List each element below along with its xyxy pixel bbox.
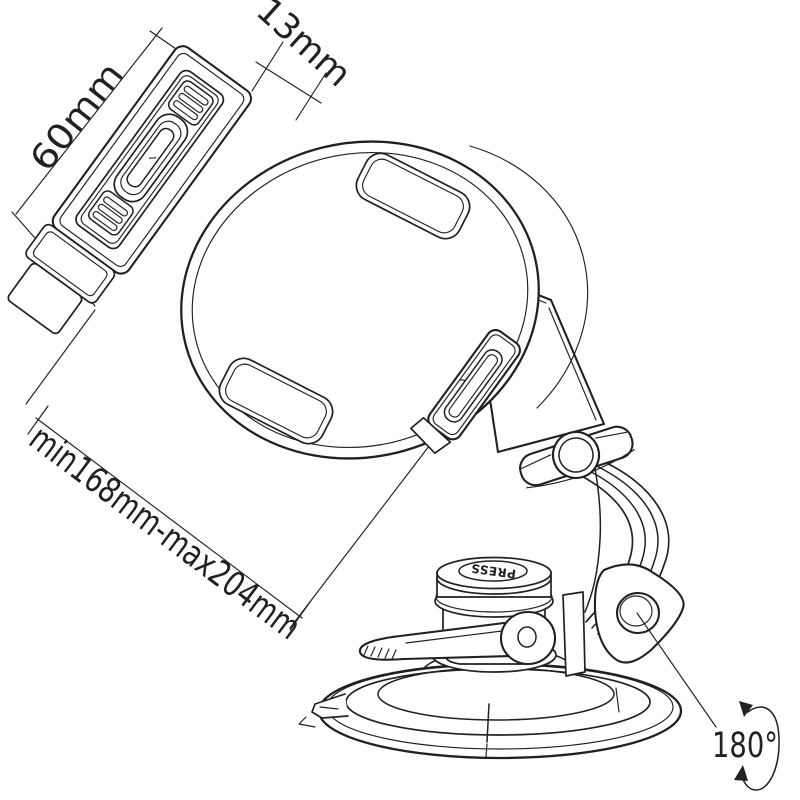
arm-neck <box>7 262 83 335</box>
cradle-inner-ring <box>191 151 529 449</box>
release-lever <box>358 610 557 666</box>
rib <box>178 92 204 113</box>
arm-rib-block-bottom <box>87 190 134 236</box>
pump-top-inner <box>458 560 528 582</box>
phone-cradle <box>180 140 589 460</box>
rib <box>103 196 129 217</box>
extension-line <box>25 309 96 405</box>
press-label: PRESS <box>470 561 517 581</box>
slot-notch <box>148 157 157 159</box>
rail-slot-inner <box>448 354 499 418</box>
arm-channel-inner <box>80 75 219 244</box>
rotation-annotation: 180° <box>636 612 780 791</box>
knob-boss-inner <box>619 595 653 627</box>
tick <box>27 405 49 435</box>
wing-edge-line <box>520 454 552 470</box>
rib <box>173 100 199 121</box>
lever-pivot-disc <box>499 610 557 666</box>
rail-inner <box>432 334 516 436</box>
rib <box>92 210 118 232</box>
arm-slide-inner <box>120 120 182 196</box>
arm-rib-block-top <box>167 80 214 126</box>
arm-channel <box>75 69 225 250</box>
wing-ring-inner <box>558 437 594 473</box>
lever-rib <box>363 645 369 656</box>
rotation-arrow-head-top <box>739 701 753 717</box>
dimension-line <box>15 27 163 215</box>
grip-pad-top <box>355 152 471 240</box>
tick <box>289 601 311 631</box>
wing-nut <box>519 425 635 489</box>
pad-inner <box>225 363 327 439</box>
pad-inner <box>362 158 464 234</box>
lever-arm <box>358 620 514 661</box>
pull-tab-line <box>319 706 339 710</box>
arm-collar-inner <box>32 231 108 297</box>
telescopic-arm <box>7 45 253 335</box>
pull-tab-hook <box>298 716 316 728</box>
plate-edge-line <box>548 307 597 421</box>
base-seam <box>486 703 490 743</box>
lever-pivot-hole <box>517 626 537 648</box>
pull-tab <box>311 693 349 719</box>
arm-slot <box>126 127 175 188</box>
dim-label-clamp-range: min168mm-max204mm <box>22 419 308 648</box>
lever-rib <box>384 648 390 659</box>
lower-clamp-rail <box>410 329 521 455</box>
lever-arm-line <box>405 629 511 644</box>
extension-line <box>251 41 284 92</box>
cradle-rim-thickness <box>469 145 589 409</box>
wing-ring-outer <box>551 430 601 480</box>
dimension-13mm: 13mm <box>248 0 358 121</box>
knob-boss <box>615 591 661 635</box>
lever-rib <box>370 646 376 657</box>
wing-edge-line <box>595 431 628 439</box>
dimension-line <box>35 417 303 619</box>
leader-line <box>636 612 717 728</box>
rotation-arrow-head-bottom <box>734 765 748 781</box>
dimension-line <box>255 61 322 104</box>
support-column <box>562 591 586 677</box>
pad-outline <box>355 152 471 240</box>
rotation-arrow-arc <box>740 706 780 791</box>
arm-inner-outline <box>59 52 245 267</box>
rail-hook-tip <box>410 416 452 455</box>
rotation-label: 180° <box>712 726 778 766</box>
rib <box>97 203 123 224</box>
rib <box>183 85 209 106</box>
arm-slide-outer <box>113 113 189 203</box>
extension-line <box>289 436 437 629</box>
pad-outline <box>218 357 334 445</box>
base-seam <box>485 743 488 758</box>
base-seam <box>615 687 620 713</box>
dim-label-13mm: 13mm <box>248 0 358 95</box>
lever-rib <box>391 649 397 660</box>
lever-rib <box>377 647 383 658</box>
rail-notch <box>459 379 467 381</box>
rotation-knob <box>593 563 685 664</box>
grip-pad-bottom <box>218 357 334 445</box>
